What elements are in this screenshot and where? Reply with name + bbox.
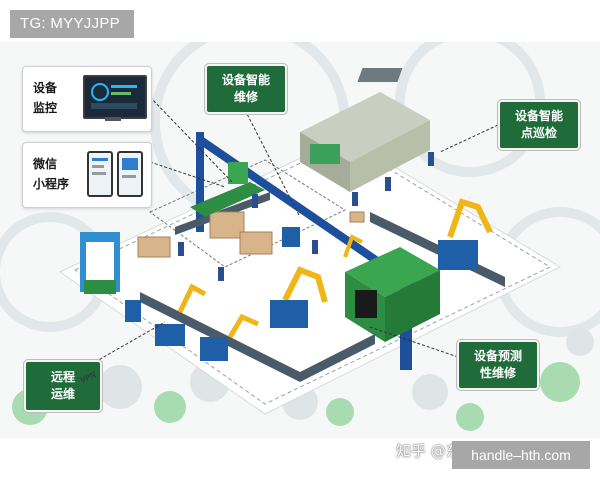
- remote-maintenance-line2: 运维: [50, 387, 75, 401]
- monitoring-panel: 设备 监控: [22, 66, 152, 132]
- monitoring-label-line2: 监控: [33, 101, 58, 115]
- mini-program-panel: 微信 小程序: [22, 142, 152, 208]
- predictive-maintenance-line1: 设备预测: [473, 349, 522, 363]
- label-smart-repair: 设备智能维修: [205, 64, 287, 114]
- corner-tag: TG: MYYJJPP: [10, 10, 134, 38]
- lathe: [190, 162, 265, 217]
- phone-icon-right: [117, 151, 143, 197]
- workers: [178, 152, 434, 281]
- mini-program-label-line1: 微信: [33, 157, 58, 171]
- workstations: [125, 227, 478, 361]
- paint-booth: [300, 68, 430, 192]
- green-machine: [345, 247, 440, 342]
- label-predictive-maintenance: 设备预测性维修: [457, 340, 539, 390]
- zone-left: [149, 159, 347, 268]
- smart-repair-line2: 维修: [233, 90, 258, 104]
- factory-illustration: [0, 42, 600, 431]
- label-remote-maintenance: 远程运维: [24, 360, 102, 412]
- phone-icon-left: [87, 151, 113, 197]
- monitor-stand-icon: [105, 117, 121, 121]
- label-smart-inspection: 设备智能点巡检: [498, 100, 580, 150]
- monitor-screen-icon: [83, 75, 147, 119]
- bottom-watermark: handle–hth.com: [452, 441, 590, 469]
- predictive-maintenance-line2: 性维修: [479, 366, 516, 380]
- smart-inspection-line1: 设备智能: [514, 109, 563, 123]
- factory-scene: 设备 监控 微信 小程序 设备智能维修 设备智能点巡检 设备预测性维修 远程运: [0, 42, 600, 460]
- remote-maintenance-line1: 远程: [50, 370, 75, 384]
- bottom-gears: [12, 328, 594, 431]
- press-machine: [80, 232, 120, 294]
- dashed-arrows: [94, 96, 499, 363]
- smart-inspection-line2: 点巡检: [520, 126, 557, 140]
- monitoring-label-line1: 设备: [33, 81, 58, 95]
- pallets: [137, 211, 365, 258]
- mini-program-label-line2: 小程序: [33, 177, 70, 191]
- smart-repair-line1: 设备智能: [221, 73, 270, 87]
- yellow-robots: [177, 198, 493, 339]
